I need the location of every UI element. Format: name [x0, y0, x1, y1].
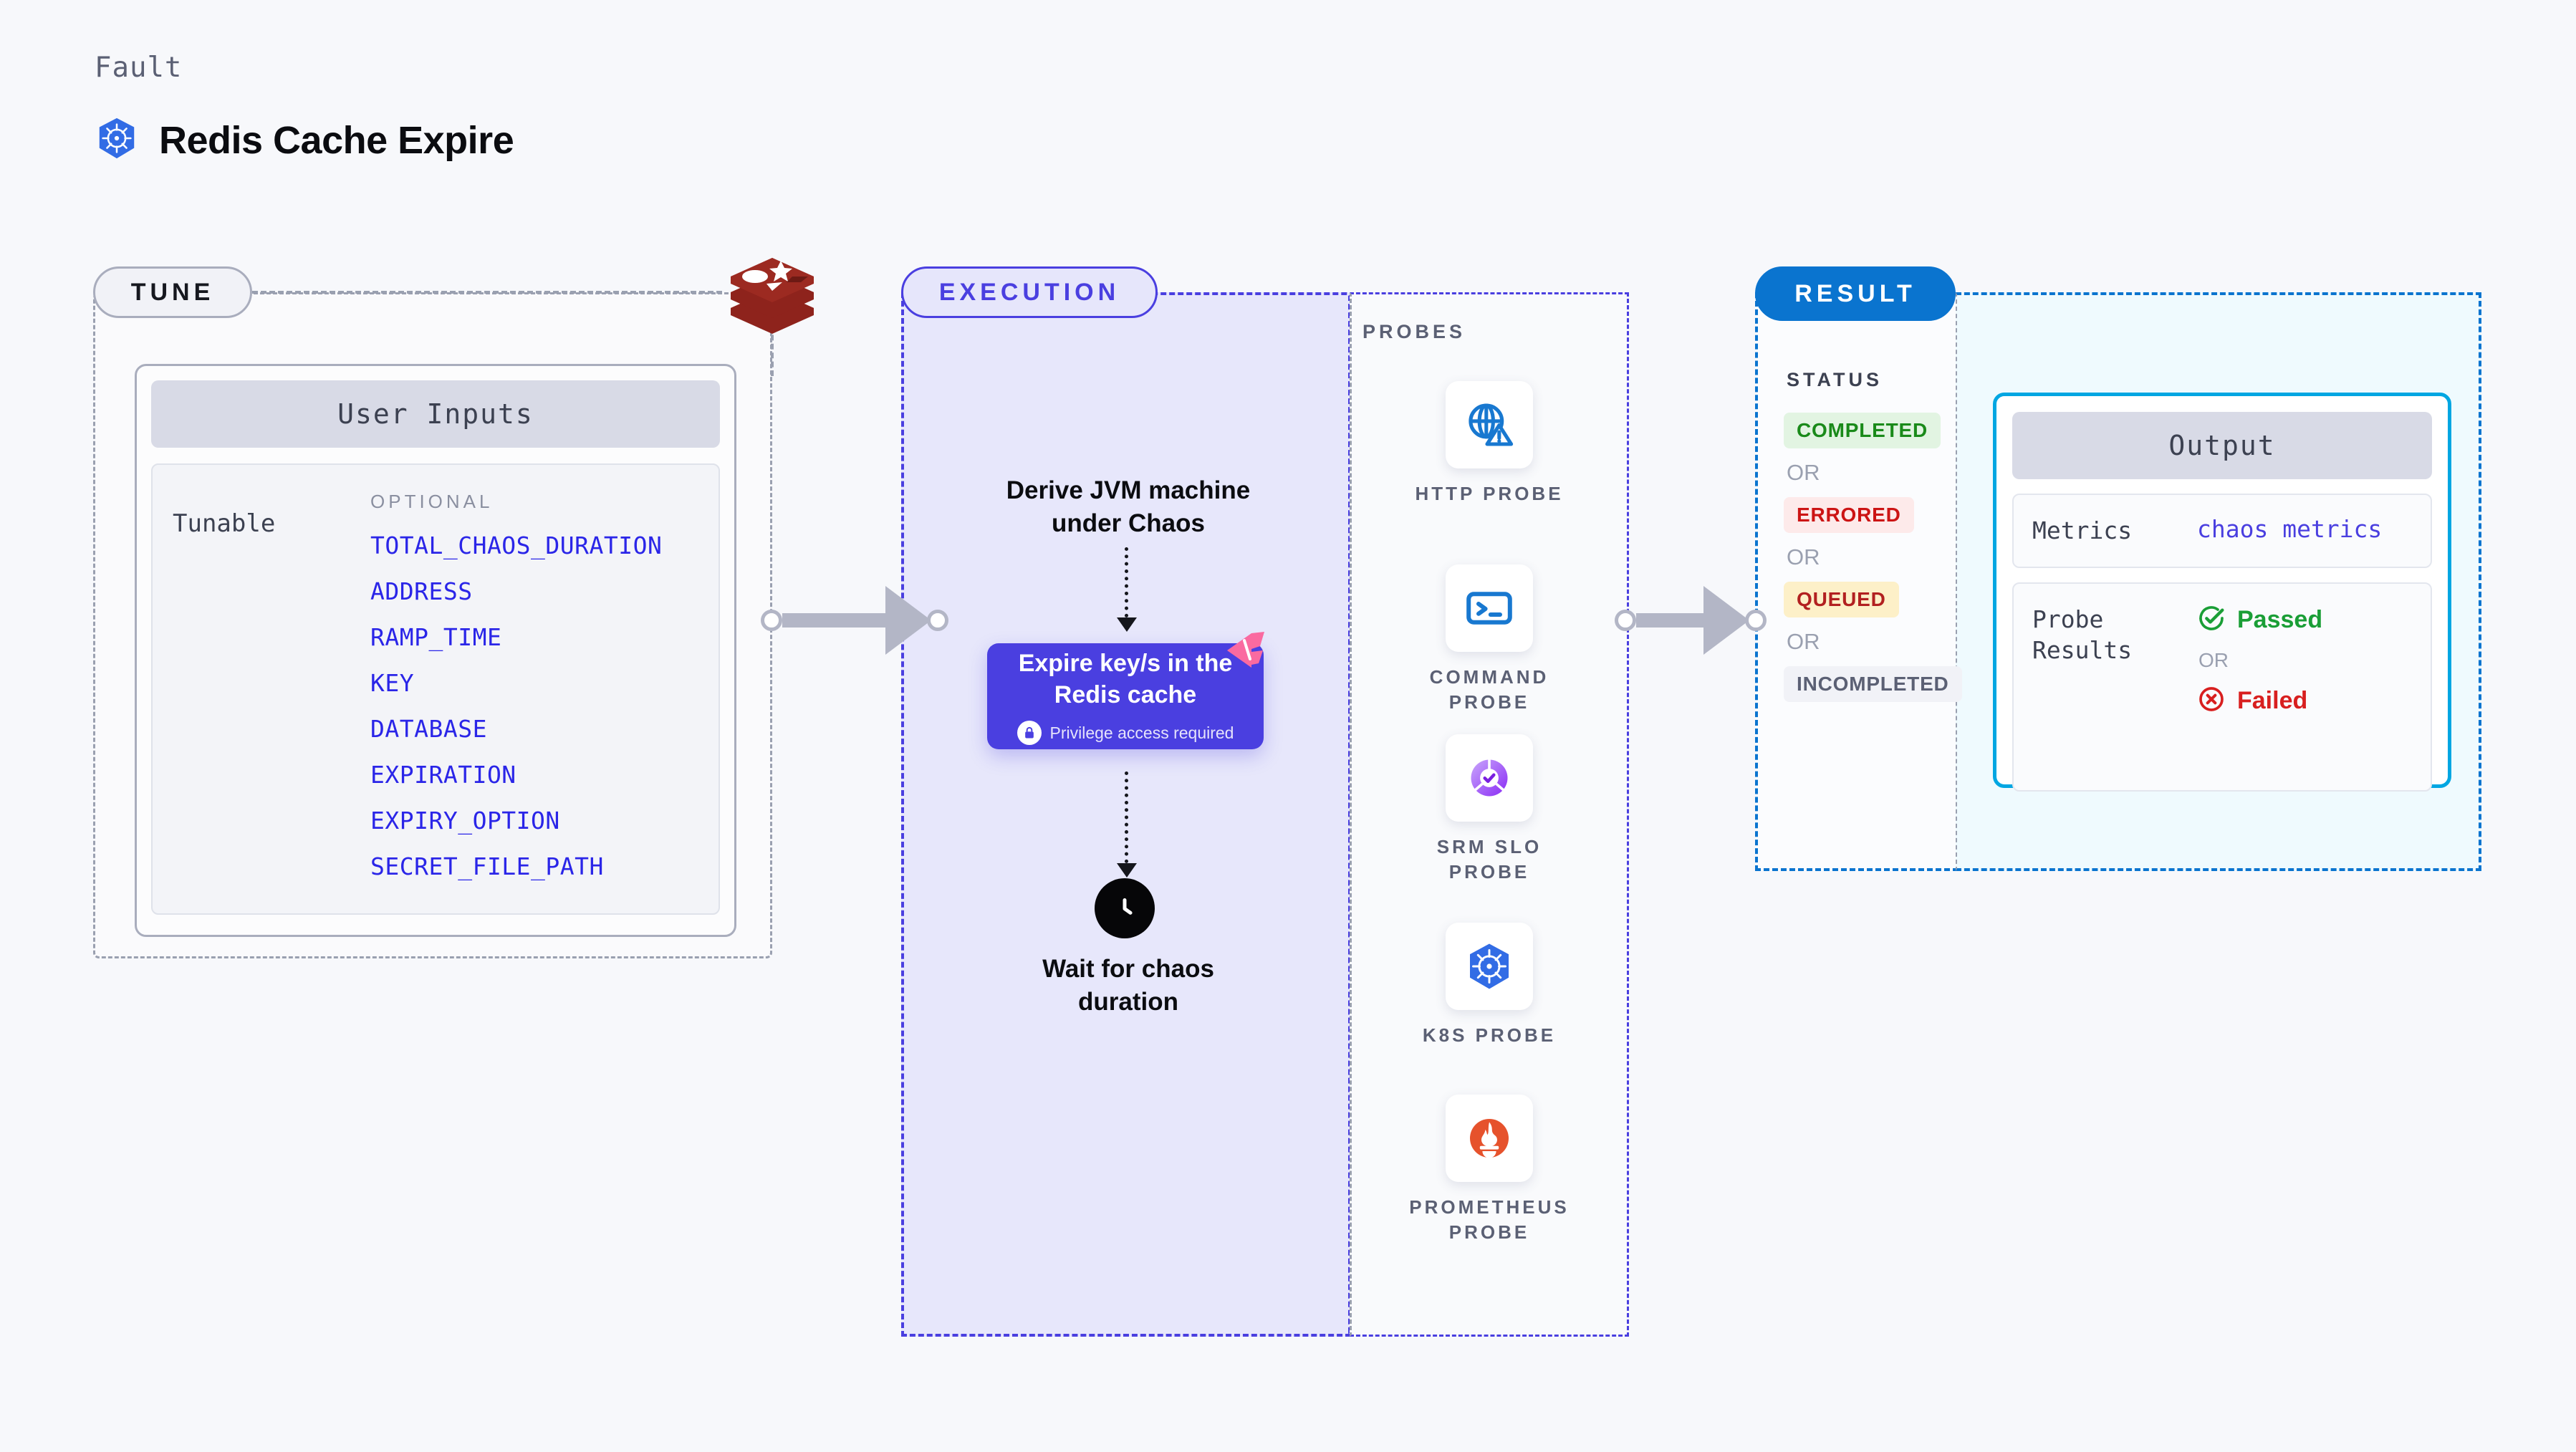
status-label: STATUS [1787, 369, 1883, 390]
lock-icon [1017, 721, 1042, 746]
env-var-expiration[interactable]: EXPIRATION [370, 761, 516, 789]
page-title-row: Redis Cache Expire [95, 116, 514, 164]
prometheus-icon [1446, 1095, 1533, 1182]
result-pill[interactable]: RESULT [1755, 266, 1956, 321]
probe-srm-slo[interactable]: SRM SLO PROBE [1350, 734, 1629, 885]
chaos-action-card[interactable]: Expire key/s in the Redis cache Privileg… [987, 643, 1264, 749]
probe-result-failed-label: Failed [2237, 686, 2308, 714]
privilege-note-row: Privilege access required [1017, 721, 1234, 746]
probe-srm-slo-label: SRM SLO PROBE [1436, 836, 1542, 883]
output-card: Output Metrics chaos metrics Probe Resul… [1993, 393, 2451, 792]
status-or-2: OR [1787, 544, 1820, 569]
tune-pill[interactable]: TUNE [93, 266, 252, 318]
output-probe-results-row: Probe Results Passed OR [2012, 582, 2432, 792]
probe-result-or: OR [2198, 648, 2229, 671]
flow-connector-1 [1125, 547, 1128, 617]
redis-down-connector [771, 326, 774, 376]
env-var-database[interactable]: DATABASE [370, 715, 487, 743]
chaos-flag-icon [1223, 628, 1269, 673]
arrow-start-dot [761, 610, 782, 631]
probe-prometheus-label: PROMETHEUS PROBE [1409, 1196, 1570, 1244]
execution-pill[interactable]: EXECUTION [901, 266, 1158, 318]
clock-icon [1095, 878, 1155, 938]
flow-arrow-tip-2 [1117, 863, 1137, 878]
check-circle-icon [2197, 604, 2226, 636]
probe-prometheus[interactable]: PROMETHEUS PROBE [1350, 1095, 1629, 1246]
kubernetes-icon [1446, 923, 1533, 1010]
probe-command-label: COMMAND PROBE [1429, 666, 1549, 713]
probe-result-passed-label: Passed [2237, 605, 2323, 633]
user-inputs-card: User Inputs Tunable OPTIONAL TOTAL_CHAOS… [135, 364, 736, 937]
probe-command[interactable]: COMMAND PROBE [1350, 564, 1629, 716]
env-var-secret-file-path[interactable]: SECRET_FILE_PATH [370, 852, 604, 880]
env-var-address[interactable]: ADDRESS [370, 577, 473, 605]
status-or-3: OR [1787, 629, 1820, 654]
user-inputs-title: User Inputs [151, 380, 720, 448]
status-badge-queued: QUEUED [1784, 582, 1899, 617]
status-badge-errored: ERRORED [1784, 497, 1914, 533]
arrow-head [885, 586, 931, 655]
execution-step-derive: Derive JVM machine under Chaos [1006, 476, 1251, 538]
status-badge-list: COMPLETED OR ERRORED OR QUEUED OR INCOMP… [1784, 413, 1962, 702]
env-var-list: OPTIONAL TOTAL_CHAOS_DURATION ADDRESS RA… [370, 491, 697, 913]
optional-label: OPTIONAL [370, 491, 494, 512]
kubernetes-icon [95, 116, 139, 164]
page-title: Redis Cache Expire [159, 118, 514, 162]
arrow-start-dot [1615, 610, 1636, 631]
tunable-section: Tunable OPTIONAL TOTAL_CHAOS_DURATION AD… [151, 463, 720, 915]
globe-warning-icon [1446, 381, 1533, 468]
execution-step-wait: Wait for chaos duration [1042, 955, 1214, 1016]
arrow-head [1703, 586, 1749, 655]
page-eyebrow: Fault [95, 52, 183, 84]
flow-arrow-tip-1 [1117, 617, 1137, 632]
arrow-bar [1636, 613, 1708, 628]
probe-k8s[interactable]: K8S PROBE [1350, 923, 1629, 1048]
output-title: Output [2012, 412, 2432, 479]
arrow-end-dot [1745, 610, 1767, 631]
env-var-total-chaos-duration[interactable]: TOTAL_CHAOS_DURATION [370, 532, 663, 559]
probe-result-values: Passed OR Failed [2197, 604, 2322, 717]
privilege-note-text: Privilege access required [1049, 723, 1234, 742]
chaos-action-title: Expire key/s in the Redis cache [1018, 649, 1233, 708]
status-badge-completed: COMPLETED [1784, 413, 1941, 448]
output-metrics-value[interactable]: chaos metrics [2197, 515, 2383, 543]
flow-connector-2 [1125, 771, 1128, 863]
terminal-icon [1446, 564, 1533, 652]
env-var-ramp-time[interactable]: RAMP_TIME [370, 623, 502, 651]
slo-donut-check-icon [1446, 734, 1533, 822]
probe-http[interactable]: HTTP PROBE [1350, 381, 1629, 506]
output-metrics-key: Metrics [2032, 516, 2133, 544]
arrow-end-dot [927, 610, 948, 631]
output-probe-results-key: Probe Results [2032, 605, 2133, 665]
x-circle-icon [2197, 685, 2226, 717]
probes-label: PROBES [1363, 321, 1466, 342]
probe-k8s-label: K8S PROBE [1422, 1024, 1557, 1046]
redis-icon [722, 252, 822, 338]
execution-to-result-arrow [1615, 586, 1767, 655]
tune-to-execution-arrow [761, 586, 948, 655]
output-metrics-row: Metrics chaos metrics [2012, 494, 2432, 568]
probe-http-label: HTTP PROBE [1415, 483, 1564, 504]
status-badge-incompleted: INCOMPLETED [1784, 666, 1962, 702]
probe-result-passed: Passed [2197, 604, 2322, 636]
env-var-expiry-option[interactable]: EXPIRY_OPTION [370, 807, 560, 835]
tune-redis-connector [252, 291, 722, 294]
tunable-label: Tunable [173, 509, 276, 538]
probe-result-failed: Failed [2197, 685, 2322, 717]
status-or-1: OR [1787, 460, 1820, 485]
env-var-key[interactable]: KEY [370, 669, 415, 697]
arrow-bar [782, 613, 890, 628]
